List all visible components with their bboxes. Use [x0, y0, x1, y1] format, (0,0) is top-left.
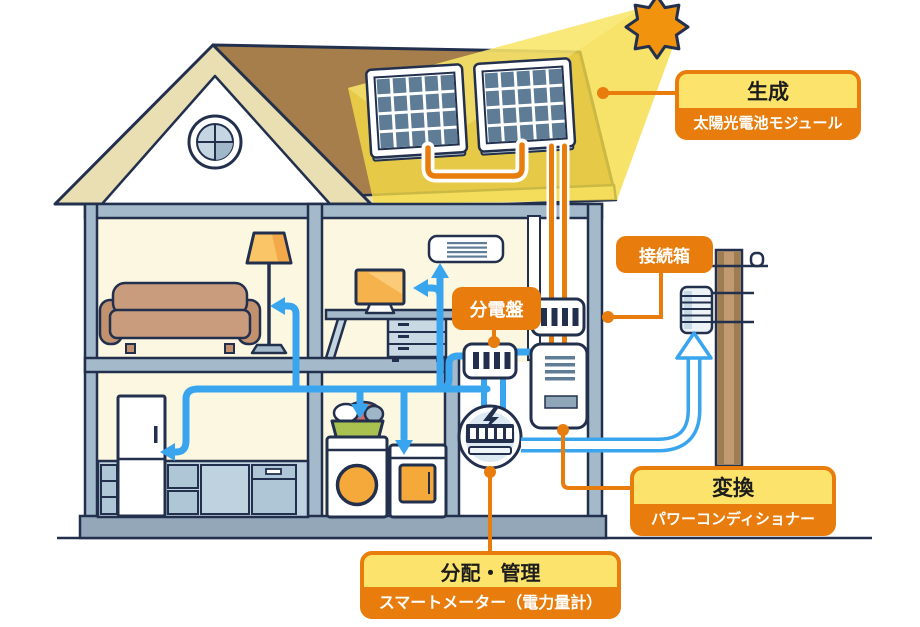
- callout-generation-title: 生成: [679, 74, 857, 108]
- solar-panel-1: [365, 63, 469, 162]
- mid-floor: [83, 356, 459, 374]
- callout-leaders: [484, 87, 677, 552]
- sofa: [98, 281, 262, 354]
- clothes-dryer: [388, 443, 448, 519]
- arrowhead-dryer: [395, 440, 413, 455]
- power-conditioner-device: [529, 342, 589, 430]
- callout-distribution-board: 分電盤: [452, 287, 541, 330]
- floor-lamp: [245, 231, 293, 355]
- leader-junction: [612, 272, 663, 319]
- washing-machine: [325, 435, 389, 519]
- leader-conversion: [561, 434, 632, 490]
- callout-distribution-management-subtitle: スマートメーター（電力量計）: [364, 587, 617, 615]
- callout-conversion-title: 変換: [634, 470, 832, 504]
- monitor-branch: [422, 284, 444, 300]
- gable: [53, 43, 373, 206]
- fridge-branch: [170, 385, 202, 456]
- air-conditioner: [427, 234, 505, 264]
- pole-transformer: [679, 285, 754, 335]
- panel-link-cable: [425, 142, 525, 179]
- desk: [324, 308, 458, 362]
- callout-generation-subtitle: 太陽光電池モジュール: [679, 108, 857, 136]
- gable-window: [187, 114, 243, 170]
- arrowhead-washer: [351, 404, 369, 419]
- right-wall: [586, 202, 604, 521]
- board-feed: [437, 352, 471, 392]
- insulator: [749, 251, 765, 268]
- callout-junction-box: 接続箱: [616, 236, 713, 273]
- foundation: [78, 514, 608, 540]
- arrowhead-ac: [431, 263, 449, 278]
- callout-generation: 生成 太陽光電池モジュール: [675, 70, 861, 140]
- sun-icon: [624, 0, 690, 60]
- computer-monitor: [354, 268, 406, 315]
- callout-conversion-subtitle: パワーコンディショナー: [634, 504, 832, 532]
- bolt-icon: [483, 407, 499, 431]
- lamp-branch: [280, 302, 300, 393]
- callout-conversion: 変換 パワーコンディショナー: [630, 466, 836, 536]
- arrowhead-monitor: [413, 279, 428, 297]
- utility-pole: [700, 248, 768, 468]
- smart-meter-device: [457, 404, 523, 470]
- top-beam: [83, 202, 604, 220]
- power-flow-arrows: [160, 263, 537, 461]
- grid-sellback-arrow: [521, 331, 713, 453]
- callout-distribution-management: 分配・管理 スマートメーター（電力量計）: [360, 551, 621, 619]
- distribution-board-device: [462, 342, 518, 380]
- refrigerator: [116, 394, 167, 518]
- arrowhead-fridge: [160, 443, 175, 461]
- arrowhead-lamp: [270, 297, 285, 315]
- callout-distribution-management-title: 分配・管理: [364, 555, 617, 587]
